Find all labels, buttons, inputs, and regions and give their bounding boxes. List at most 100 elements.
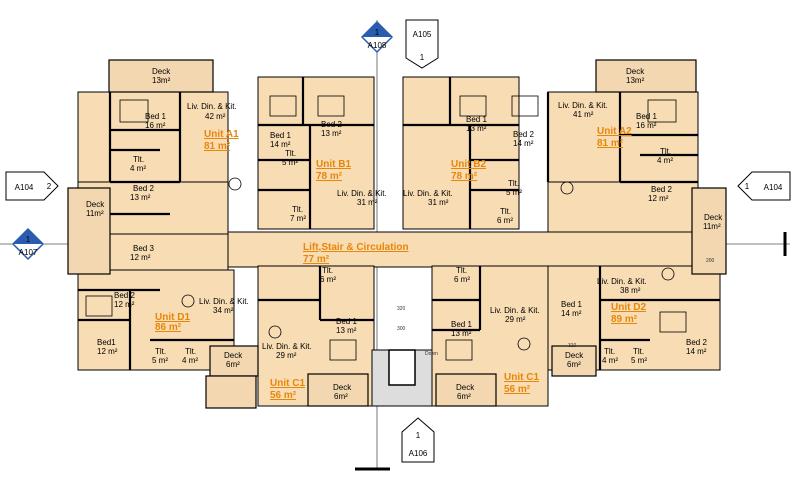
room-name: Deck <box>224 351 243 360</box>
unit-b2-area: 78 m² <box>451 171 478 182</box>
marker-a106[interactable]: 1 A106 <box>401 417 435 463</box>
room-area: 5 m² <box>506 188 522 197</box>
room-name: Deck <box>333 383 352 392</box>
room-name: Deck <box>626 67 645 76</box>
room-name: Bed 2 <box>651 185 672 194</box>
room-name: Liv. Din. & Kit. <box>262 342 312 351</box>
room-area: 41 m² <box>573 110 594 119</box>
room-area: 38 m² <box>620 286 641 295</box>
dimension-label: 200 <box>706 258 715 264</box>
unit-b1-name: Unit B1 <box>316 159 351 170</box>
room-name: Deck <box>152 67 171 76</box>
room-name: Liv. Din. & Kit. <box>558 101 608 110</box>
dimension-label: 310 <box>568 343 577 349</box>
room-area: 4 m² <box>182 356 198 365</box>
room-area: 6m² <box>567 360 581 369</box>
room-name: Bed 1 <box>636 112 657 121</box>
room-name: Tlt. <box>508 179 519 188</box>
marker-a105-num: 1 <box>420 53 425 62</box>
dimension-label: 320 <box>397 306 406 312</box>
room-name: Tlt. <box>133 155 144 164</box>
room-name: Bed 1 <box>336 317 357 326</box>
marker-a108[interactable]: 1 A108 <box>360 20 394 54</box>
room-area: 13 m² <box>130 193 151 202</box>
dimension-label: Down <box>425 351 438 357</box>
room-name: Tlt. <box>660 147 671 156</box>
unit-c1-name: Unit C1 <box>504 372 539 383</box>
room-area: 12 m² <box>648 194 669 203</box>
marker-a104-right-num: 1 <box>745 182 750 191</box>
room-area: 16 m² <box>636 121 657 130</box>
marker-a104-right-sheet: A104 <box>764 183 783 192</box>
room-name: Tlt. <box>285 149 296 158</box>
room-area: 6m² <box>457 392 471 401</box>
room-name: Liv. Din. & Kit. <box>187 102 237 111</box>
unit-c1-area: 56 m² <box>504 384 531 395</box>
room-area: 13 m² <box>321 129 342 138</box>
room-name: Bed 2 <box>133 184 154 193</box>
room-area: 29 m² <box>505 315 526 324</box>
unit-a2-area: 81 m² <box>597 138 624 149</box>
room-area: 34 m² <box>213 306 234 315</box>
room-name: Deck <box>456 383 475 392</box>
room-name: Bed 2 <box>321 120 342 129</box>
marker-a104-left[interactable]: A104 2 <box>5 171 59 201</box>
room-area: 4 m² <box>657 156 673 165</box>
unit-a1-name: Unit A1 <box>204 129 239 140</box>
marker-a104-left-sheet: A104 <box>15 183 34 192</box>
room-area: 12 m² <box>97 347 118 356</box>
marker-a108-sheet: A108 <box>368 41 387 50</box>
unit-b1-block <box>257 76 375 230</box>
lift-shaft <box>388 349 416 386</box>
room-name: Tlt. <box>500 207 511 216</box>
room-name: Bed1 <box>97 338 116 347</box>
marker-a107[interactable]: 1 A107 <box>11 227 45 261</box>
unit-d1-area: 86 m² <box>155 322 182 333</box>
marker-a104-left-num: 2 <box>47 182 52 191</box>
marker-a105[interactable]: A105 1 <box>405 19 439 69</box>
marker-a107-num: 1 <box>26 235 31 244</box>
room-area: 6m² <box>334 392 348 401</box>
room-area: 5 m² <box>282 158 298 167</box>
room-area: 4 m² <box>602 356 618 365</box>
room-name: Liv. Din. & Kit. <box>490 306 540 315</box>
marker-a104-right[interactable]: A104 1 <box>737 171 791 201</box>
room-area: 13m² <box>152 76 171 85</box>
unit-b1-area: 78 m² <box>316 171 343 182</box>
unit-d2-name: Unit D2 <box>611 302 646 313</box>
room-area: 11m² <box>86 209 104 218</box>
room-area: 4 m² <box>130 164 146 173</box>
marker-a107-sheet: A107 <box>19 248 38 257</box>
room-area: 12 m² <box>114 300 135 309</box>
unit-a2-name: Unit A2 <box>597 126 632 137</box>
room-name: Liv. Din. & Kit. <box>403 189 453 198</box>
room-area: 13 m² <box>451 329 472 338</box>
room-area: 6m² <box>226 360 240 369</box>
room-area: 31 m² <box>357 198 378 207</box>
room-name: Liv. Din. & Kit. <box>199 297 249 306</box>
room-name: Deck <box>565 351 584 360</box>
dimension-label: 300 <box>397 326 406 332</box>
room-area: 6 m² <box>497 216 513 225</box>
circulation-area: 77 m² <box>303 254 330 265</box>
room-area: 6 m² <box>320 275 336 284</box>
unit-b2-name: Unit B2 <box>451 159 486 170</box>
room-area: 5 m² <box>631 356 647 365</box>
room-name: Liv. Din. & Kit. <box>597 277 647 286</box>
circulation-name: Lift,Stair & Circulation <box>303 242 409 253</box>
marker-a106-num: 1 <box>416 431 421 440</box>
room-name: Tlt. <box>155 347 166 356</box>
unit-c-left-name: Unit C1 <box>270 378 305 389</box>
room-name: Tlt. <box>456 266 467 275</box>
unit-c-left-area: 56 m² <box>270 390 297 401</box>
room-area: 12 m² <box>130 253 151 262</box>
room-area: 14 m² <box>561 309 582 318</box>
marker-a108-num: 1 <box>375 28 380 37</box>
room-name: Tlt. <box>633 347 644 356</box>
unit-b2-block <box>402 76 520 230</box>
unit-a1-area: 81 m² <box>204 141 231 152</box>
room-area: 16 m² <box>145 121 166 130</box>
room-area: 13 m² <box>336 326 357 335</box>
marker-a106-sheet: A106 <box>409 449 428 458</box>
